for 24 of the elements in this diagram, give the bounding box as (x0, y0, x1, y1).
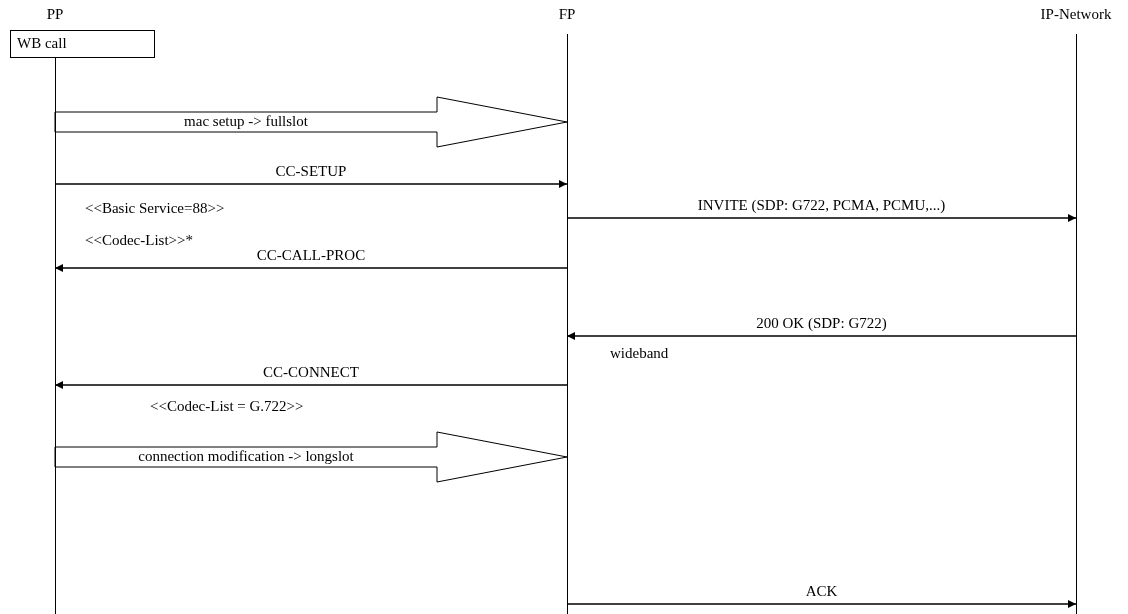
process-box: WB call (10, 30, 155, 58)
edge-label: CC-SETUP (274, 162, 348, 180)
edge-label: 200 OK (SDP: G722) (755, 314, 888, 332)
edge-label: ACK (804, 582, 839, 600)
message-arrow (54, 381, 568, 389)
message-arrow (54, 264, 568, 272)
block-arrow (54, 96, 568, 148)
message-arrow (566, 332, 1077, 340)
message-note: <<Basic Service=88>> (85, 200, 225, 217)
lifeline-label: FP (557, 6, 577, 23)
block-arrow (54, 431, 568, 483)
message-note: wideband (610, 345, 669, 362)
message-arrow (566, 600, 1077, 608)
lifeline-label: IP-Network (1039, 6, 1113, 23)
message-note: <<Codec-List = G.722>> (150, 398, 304, 415)
edge-label: connection modification -> longslot (137, 448, 355, 465)
lifeline-label: PP (45, 6, 65, 23)
message-note: <<Codec-List>>* (85, 232, 193, 249)
message-arrow (54, 180, 568, 188)
edge-label: CC-CALL-PROC (255, 246, 367, 264)
edge-label: mac setup -> fullslot (183, 113, 309, 130)
message-arrow (566, 214, 1077, 222)
edge-label: CC-CONNECT (262, 363, 360, 381)
edge-label: INVITE (SDP: G722, PCMA, PCMU,...) (696, 196, 947, 214)
